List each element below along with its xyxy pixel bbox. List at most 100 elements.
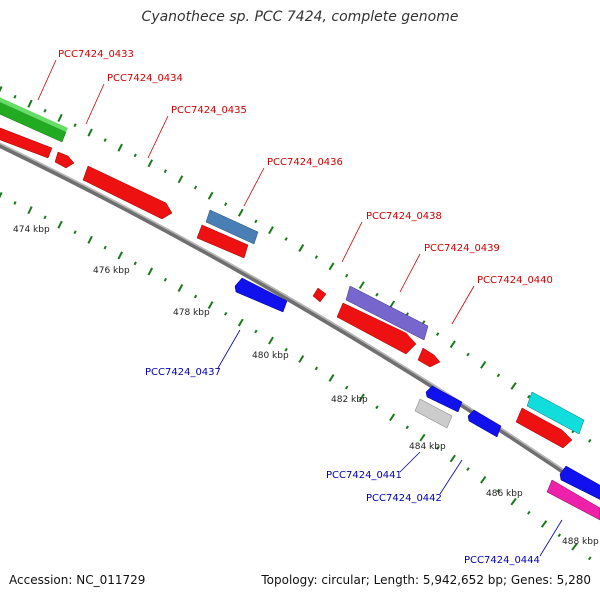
leader-0438 xyxy=(341,221,363,263)
feature-red-0435 xyxy=(82,165,173,220)
tick-mark xyxy=(328,374,335,382)
tick-mark xyxy=(27,99,33,108)
tick-mark xyxy=(466,352,470,357)
leader-0442 xyxy=(439,459,463,495)
tick-mark xyxy=(43,108,47,113)
scale-label-478: 478 kbp xyxy=(173,308,210,318)
map-title: Cyanothece sp. PCC 7424, complete genome xyxy=(141,9,459,25)
tick-mark xyxy=(527,510,531,515)
scale-labels: 474 kbp 476 kbp 478 kbp 480 kbp 482 kbp … xyxy=(13,225,599,547)
tick-mark xyxy=(207,191,214,200)
tick-mark xyxy=(103,138,107,142)
tick-mark xyxy=(587,438,592,443)
tick-mark xyxy=(435,332,440,336)
gene-label-0440[interactable]: PCC7424_0440 xyxy=(477,275,553,286)
tick-mark xyxy=(0,85,3,93)
feature-blue-0441 xyxy=(425,385,463,413)
leader-0434 xyxy=(85,83,105,125)
gene-label-0438[interactable]: PCC7424_0438 xyxy=(366,211,442,222)
leader-0444 xyxy=(539,519,563,557)
feature-cyan xyxy=(526,391,585,435)
tick-mark xyxy=(510,497,517,506)
tick-mark xyxy=(163,169,168,174)
leader-0437 xyxy=(217,329,241,369)
feature-red-0439 xyxy=(336,302,417,355)
label-leaders xyxy=(37,59,563,557)
leader-0440 xyxy=(451,285,475,325)
tick-mark xyxy=(314,255,319,259)
gene-label-0444[interactable]: PCC7424_0444 xyxy=(464,555,540,566)
scale-label-482: 482 kbp xyxy=(331,395,368,405)
scale-label-486: 486 kbp xyxy=(486,489,523,499)
tick-mark xyxy=(466,467,470,471)
gene-label-0437[interactable]: PCC7424_0437 xyxy=(145,367,221,378)
tick-mark xyxy=(73,123,77,128)
scale-label-476: 476 kbp xyxy=(93,266,130,276)
genome-backbone-highlight xyxy=(0,142,600,496)
tick-mark xyxy=(27,206,33,215)
tick-mark xyxy=(73,230,77,235)
scale-label-480: 480 kbp xyxy=(252,351,289,361)
gene-label-0433[interactable]: PCC7424_0433 xyxy=(58,49,134,60)
tick-mark xyxy=(344,273,349,278)
gene-label-0441[interactable]: PCC7424_0441 xyxy=(326,470,402,481)
tick-mark xyxy=(540,520,548,528)
tick-mark xyxy=(147,159,154,168)
tick-mark xyxy=(298,355,305,363)
accession-text: Accession: NC_011729 xyxy=(9,573,146,587)
tick-mark xyxy=(344,385,349,390)
tick-mark xyxy=(57,220,63,229)
scale-label-484: 484 kbp xyxy=(409,442,446,452)
tick-ring-inner xyxy=(0,191,592,561)
tick-mark xyxy=(419,433,426,442)
feature-blue-0442 xyxy=(467,409,502,438)
tick-mark xyxy=(527,394,531,399)
gene-label-0439[interactable]: PCC7424_0439 xyxy=(424,243,500,254)
tick-mark xyxy=(13,94,17,99)
scale-label-474: 474 kbp xyxy=(13,225,50,235)
tick-mark xyxy=(117,251,123,260)
tick-mark xyxy=(43,215,47,220)
tick-mark xyxy=(177,175,184,184)
leader-0439 xyxy=(399,253,421,293)
leader-0441 xyxy=(399,451,421,473)
tick-mark xyxy=(224,311,228,316)
tick-mark xyxy=(358,281,365,290)
tick-mark xyxy=(237,318,244,327)
genome-summary-text: Topology: circular; Length: 5,942,652 bp… xyxy=(261,573,591,587)
genome-backbone xyxy=(0,142,600,500)
feature-blue-late xyxy=(559,465,600,500)
feature-blue-0437 xyxy=(234,277,288,313)
tick-mark xyxy=(237,208,244,217)
feature-red-0438 xyxy=(312,287,327,303)
tick-mark xyxy=(57,113,63,122)
tick-mark xyxy=(133,261,137,266)
tick-mark xyxy=(496,373,501,378)
tick-mark xyxy=(268,336,274,345)
tick-mark xyxy=(571,542,578,551)
tick-mark xyxy=(103,245,107,250)
feature-red-0436 xyxy=(196,224,249,259)
gene-label-0434[interactable]: PCC7424_0434 xyxy=(107,73,183,84)
gene-label-0436[interactable]: PCC7424_0436 xyxy=(267,157,343,168)
feature-green xyxy=(0,101,67,143)
feature-red-late xyxy=(515,407,573,449)
gene-labels: PCC7424_0433 PCC7424_0434 PCC7424_0435 P… xyxy=(58,49,553,566)
feature-track xyxy=(0,97,600,521)
tick-ring-outer xyxy=(0,85,592,443)
tick-mark xyxy=(224,202,228,207)
tick-mark xyxy=(268,226,274,235)
scale-label-488: 488 kbp xyxy=(562,537,599,547)
tick-mark xyxy=(480,475,487,484)
tick-mark xyxy=(435,446,440,450)
tick-mark xyxy=(284,237,288,241)
gene-label-0442[interactable]: PCC7424_0442 xyxy=(366,493,442,504)
tick-mark xyxy=(207,301,214,310)
tick-mark xyxy=(254,219,258,224)
gene-label-0435[interactable]: PCC7424_0435 xyxy=(171,105,247,116)
tick-mark xyxy=(117,143,123,152)
tick-mark xyxy=(13,201,17,205)
tick-mark xyxy=(389,413,396,422)
tick-mark xyxy=(193,294,198,299)
